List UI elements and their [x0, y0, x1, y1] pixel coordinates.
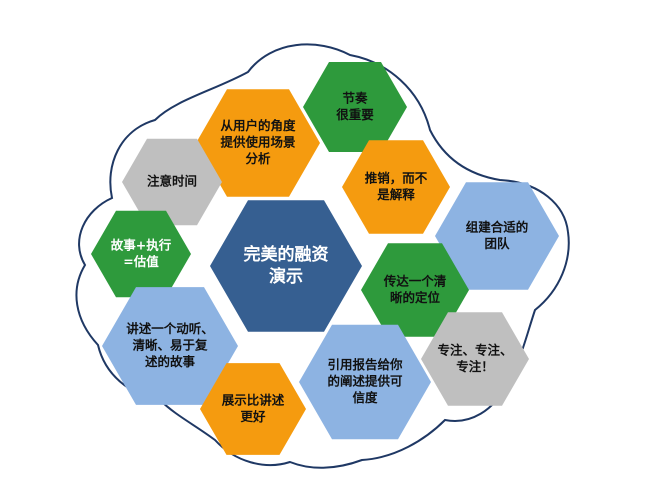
hex-center-title-label-line: 完美的融资: [244, 244, 329, 265]
hex-clear-positioning-hexagon: [361, 243, 469, 337]
hex-user-perspective-label-line: 提供使用场景: [220, 135, 296, 150]
hex-team-label-line: 团队: [484, 236, 510, 251]
hex-team-label-line: 组建合适的: [466, 219, 529, 234]
hex-center-title-label-line: 演示: [269, 266, 303, 287]
hex-rhythm-label-line: 节奏: [342, 90, 368, 105]
hex-promote-label-line: 推销，而不: [365, 170, 428, 185]
hex-user-perspective-label-line: 分析: [245, 151, 271, 166]
hex-rhythm-label-line: 很重要: [335, 107, 374, 122]
hex-user-perspective-hexagon: [196, 89, 320, 197]
hex-focus-label-line: 专注！: [456, 359, 494, 374]
hex-storytelling-label-line: 述的故事: [145, 354, 196, 369]
hex-storytelling-hexagon: [102, 287, 238, 405]
hex-story-execution-label-line: 故事+执行: [111, 237, 172, 252]
hex-attention-time-label-line: 注意时间: [147, 174, 197, 189]
hex-cite-reports-hexagon: [299, 324, 431, 440]
hex-user-perspective-label-line: 从用户的角度: [220, 118, 296, 133]
hex-cite-reports-label-line: 的阐述提供可: [327, 374, 403, 389]
hex-story-execution: 故事+执行 =估值: [91, 210, 191, 298]
hex-show-not-tell-hexagon: [200, 363, 306, 455]
hex-cite-reports-label-line: 信度: [352, 390, 378, 405]
hex-attention-time: 注意时间: [122, 138, 222, 226]
hex-story-execution-label-line: =估值: [123, 254, 159, 269]
hex-clear-positioning-label-line: 晰的定位: [390, 290, 441, 305]
hex-team-hexagon: [435, 182, 559, 290]
hex-attention-time-hexagon: [122, 138, 222, 226]
hex-promote-hexagon: [342, 140, 450, 234]
hex-focus-label-line: 专注、专注、: [437, 342, 512, 357]
cloud-outline: [75, 43, 570, 469]
hex-focus-hexagon: [421, 312, 529, 406]
hex-promote-label-line: 是解释: [376, 187, 415, 202]
hex-cite-reports-label-line: 引用报告给你: [327, 357, 403, 372]
hex-focus: 专注、专注、专注！: [421, 312, 529, 406]
hex-clear-positioning-label-line: 传达一个清: [383, 273, 447, 288]
hex-storytelling-label-line: 讲述一个动听、: [126, 321, 214, 336]
hex-story-execution-hexagon: [91, 210, 191, 298]
hex-rhythm-hexagon: [303, 62, 407, 152]
hex-show-not-tell-label-line: 展示比讲述: [222, 392, 285, 407]
hex-show-not-tell-label-line: 更好: [240, 409, 266, 424]
hex-storytelling-label-line: 清晰、易于复: [132, 338, 208, 353]
hex-center-title-hexagon: [210, 200, 362, 332]
